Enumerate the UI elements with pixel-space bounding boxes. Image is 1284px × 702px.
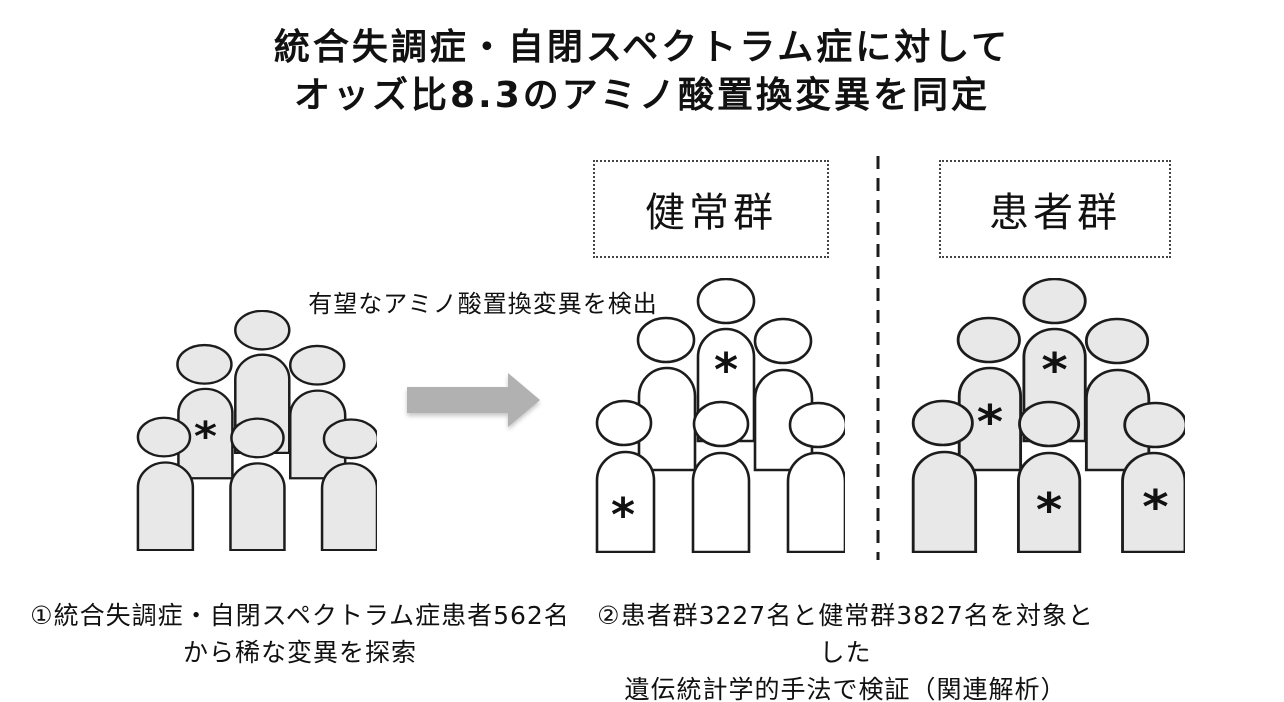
person-head (1123, 401, 1185, 449)
person-head (911, 399, 974, 447)
person-head (136, 416, 192, 458)
person-body (786, 451, 845, 553)
variant-asterisk: * (977, 396, 1003, 449)
person-figure-mid-right (753, 317, 814, 472)
step1-caption-line-2: から稀な変異を探索 (182, 638, 417, 667)
variant-asterisk: * (611, 488, 635, 542)
step1-caption-line-1: ①統合失調症・自閉スペクトラム症患者562名 (30, 601, 570, 630)
person-figure-front-right: * (1121, 401, 1185, 553)
person-body (320, 462, 377, 551)
person-figure-front-center: * (1016, 400, 1082, 553)
figure-title: 統合失調症・自閉スペクトラム症に対して オッズ比8.3のアミノ酸置換変異を同定 (0, 24, 1284, 120)
person-figure-front-right (786, 401, 845, 553)
person-figure-mid-left (636, 316, 697, 472)
person-body (229, 462, 286, 551)
healthy-group-crowd: ** (595, 278, 845, 553)
variant-asterisk: * (714, 343, 738, 397)
person-head (696, 278, 756, 325)
person-body (1084, 368, 1151, 472)
person-figure-front-left: * (595, 399, 656, 553)
person-head (636, 316, 696, 364)
patient-group-label: 患者群 (989, 190, 1121, 236)
person-figure-mid-left: * (176, 343, 234, 480)
person-figure-front-center (229, 417, 286, 551)
variant-asterisk: * (1036, 484, 1062, 537)
variant-asterisk: * (1041, 344, 1067, 397)
step2-caption-line-2: 遺伝統計学的手法で検証（関連解析） (624, 675, 1067, 702)
step2-caption: ②患者群3227名と健常群3827名を対象とした 遺伝統計学的手法で検証（関連解… (593, 597, 1098, 702)
person-head (595, 399, 653, 447)
person-head (234, 310, 291, 351)
arrow-annotation: 有望なアミノ酸置換変異を検出 (308, 290, 658, 318)
person-head (788, 401, 845, 449)
title-line-2: オッズ比8.3のアミノ酸置換変異を同定 (293, 75, 991, 116)
person-body (1016, 451, 1082, 553)
healthy-group-box: 健常群 (593, 160, 829, 258)
variant-asterisk: * (1142, 481, 1168, 534)
right-arrow-icon (407, 373, 540, 427)
step1-caption: ①統合失調症・自閉スペクトラム症患者562名 から稀な変異を探索 (20, 597, 580, 671)
person-figure-mid-right (1084, 317, 1151, 472)
person-body (1121, 451, 1185, 553)
person-figure-front-right (320, 418, 377, 551)
person-body (595, 450, 656, 553)
person-body (136, 461, 195, 551)
person-head (230, 417, 285, 459)
person-figure-front-left (911, 399, 978, 553)
person-body (637, 366, 697, 472)
person-head (288, 344, 346, 386)
dashed-separator-line (876, 156, 880, 560)
person-body (288, 389, 347, 480)
person-head (753, 317, 813, 365)
person-head (176, 343, 233, 385)
healthy-group-label: 健常群 (645, 190, 777, 236)
person-head (1084, 317, 1150, 365)
discovery-cohort-crowd: * (136, 310, 377, 551)
person-body (957, 366, 1023, 472)
title-line-1: 統合失調症・自閉スペクトラム症に対して (273, 27, 1011, 68)
person-figure-front-center (691, 400, 751, 553)
person-head (322, 418, 377, 460)
person-head (692, 400, 750, 448)
person-head (1018, 400, 1081, 448)
person-body (177, 387, 234, 480)
person-figure-front-left (136, 416, 195, 551)
person-head (1022, 278, 1087, 325)
person-body (911, 450, 978, 553)
step2-caption-line-1: ②患者群3227名と健常群3827名を対象とした (597, 601, 1094, 667)
patient-group-crowd: * * * * (911, 278, 1185, 553)
person-body (691, 451, 751, 553)
person-figure-mid-right (288, 344, 347, 480)
person-figure-mid-left: * (956, 316, 1023, 472)
person-body (753, 368, 814, 472)
variant-asterisk: * (194, 413, 217, 460)
person-head (956, 316, 1021, 364)
patient-group-box: 患者群 (939, 160, 1171, 258)
